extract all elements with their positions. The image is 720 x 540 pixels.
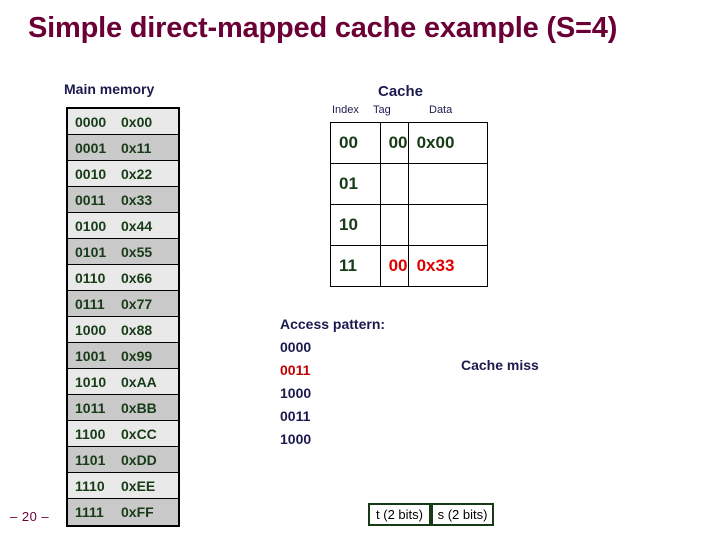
main-memory-value: 0xEE xyxy=(121,477,156,494)
cache-result-label: Cache miss xyxy=(461,357,539,373)
main-memory-value: 0x77 xyxy=(121,295,153,312)
main-memory-address: 1110 xyxy=(75,477,105,494)
access-pattern-block: Access pattern: 0000 0011 1000 0011 1000 xyxy=(280,313,385,451)
cache-cell-tag: 00 xyxy=(379,122,409,164)
main-memory-address: 0101 xyxy=(75,243,107,260)
cache-cell-data xyxy=(407,204,489,246)
main-memory-value: 0xBB xyxy=(121,399,157,416)
main-memory-value: 0x11 xyxy=(121,139,152,156)
cache-cell-tag xyxy=(379,163,409,205)
main-memory-address: 0010 xyxy=(75,165,107,182)
main-memory-row: 1110 0xEE xyxy=(68,473,178,499)
main-memory-address: 1010 xyxy=(75,373,107,390)
main-memory-row: 0111 0x77 xyxy=(68,291,178,317)
address-bitfield-diagram: t (2 bits)s (2 bits) xyxy=(368,503,494,526)
cache-cell-tag xyxy=(379,204,409,246)
access-pattern-heading: Access pattern: xyxy=(280,316,386,332)
bitfield-set-box: s (2 bits) xyxy=(431,503,494,526)
main-memory-row: 1011 0xBB xyxy=(68,395,178,421)
main-memory-value: 0xAA xyxy=(121,373,157,390)
main-memory-row: 1000 0x88 xyxy=(68,317,178,343)
main-memory-row: 1101 0xDD xyxy=(68,447,178,473)
main-memory-address: 1011 xyxy=(75,399,106,416)
cache-row: 10 xyxy=(330,204,489,246)
main-memory-address: 1100 xyxy=(75,425,106,442)
cache-cell-data xyxy=(407,163,489,205)
access-pattern-entry: 0011 xyxy=(280,362,311,378)
main-memory-row: 0000 0x00 xyxy=(68,109,178,135)
access-pattern-entry: 0011 xyxy=(280,408,311,424)
access-pattern-list: 0000 0011 1000 0011 1000 xyxy=(280,336,385,451)
cache-cell-index: 00 xyxy=(330,122,381,164)
main-memory-row: 1100 0xCC xyxy=(68,421,178,447)
access-pattern-entry: 1000 xyxy=(280,431,312,447)
page-title: Simple direct-mapped cache example (S=4) xyxy=(28,12,618,44)
cache-column-header-index: Index xyxy=(332,104,359,116)
main-memory-address: 0000 xyxy=(75,113,107,130)
main-memory-row: 0100 0x44 xyxy=(68,213,178,239)
main-memory-row: 0110 0x66 xyxy=(68,265,178,291)
main-memory-address: 0111 xyxy=(75,295,105,312)
main-memory-address: 0100 xyxy=(75,217,107,234)
main-memory-address: 1111 xyxy=(75,504,104,520)
main-memory-address: 1001 xyxy=(75,347,107,364)
page-number: – 20 – xyxy=(10,509,50,524)
main-memory-value: 0x99 xyxy=(121,347,153,364)
cache-row: 01 xyxy=(330,163,489,205)
cache-cell-index: 10 xyxy=(330,204,381,246)
main-memory-address: 0001 xyxy=(75,139,107,156)
main-memory-value: 0xFF xyxy=(121,504,154,520)
access-pattern-entry: 1000 xyxy=(280,385,312,401)
main-memory-value: 0x44 xyxy=(121,217,153,234)
cache-cell-index: 11 xyxy=(330,245,381,287)
main-memory-value: 0x33 xyxy=(121,191,153,208)
main-memory-address: 0011 xyxy=(75,191,106,208)
access-pattern-entry: 0000 xyxy=(280,339,312,355)
main-memory-row: 0011 0x33 xyxy=(68,187,178,213)
main-memory-value: 0x55 xyxy=(121,243,153,260)
main-memory-table: 0000 0x00 0001 0x11 0010 0x22 0011 0x33 0100 0x44… xyxy=(66,107,180,527)
main-memory-value: 0x66 xyxy=(121,269,153,286)
main-memory-value: 0xDD xyxy=(121,451,157,468)
main-memory-row: 1111 0xFF xyxy=(68,499,178,525)
cache-label: Cache xyxy=(378,83,424,100)
cache-cell-data: 0x00 xyxy=(407,122,489,164)
cache-cell-index: 01 xyxy=(330,163,381,205)
main-memory-row: 0101 0x55 xyxy=(68,239,178,265)
main-memory-value: 0xCC xyxy=(121,425,157,442)
cache-column-header-tag: Tag xyxy=(373,104,391,116)
main-memory-row: 0001 0x11 xyxy=(68,135,178,161)
bitfield-tag-box: t (2 bits) xyxy=(368,503,431,526)
main-memory-address: 0110 xyxy=(75,269,106,286)
main-memory-value: 0x22 xyxy=(121,165,153,182)
cache-cell-data: 0x33 xyxy=(407,245,489,287)
main-memory-address: 1101 xyxy=(75,451,106,468)
main-memory-label: Main memory xyxy=(64,81,155,97)
main-memory-address: 1000 xyxy=(75,321,107,338)
main-memory-row: 1001 0x99 xyxy=(68,343,178,369)
main-memory-value: 0x00 xyxy=(121,113,153,130)
cache-cell-tag: 00 xyxy=(379,245,409,287)
cache-column-header-data: Data xyxy=(429,104,453,116)
main-memory-value: 0x88 xyxy=(121,321,153,338)
main-memory-row: 0010 0x22 xyxy=(68,161,178,187)
main-memory-row: 1010 0xAA xyxy=(68,369,178,395)
